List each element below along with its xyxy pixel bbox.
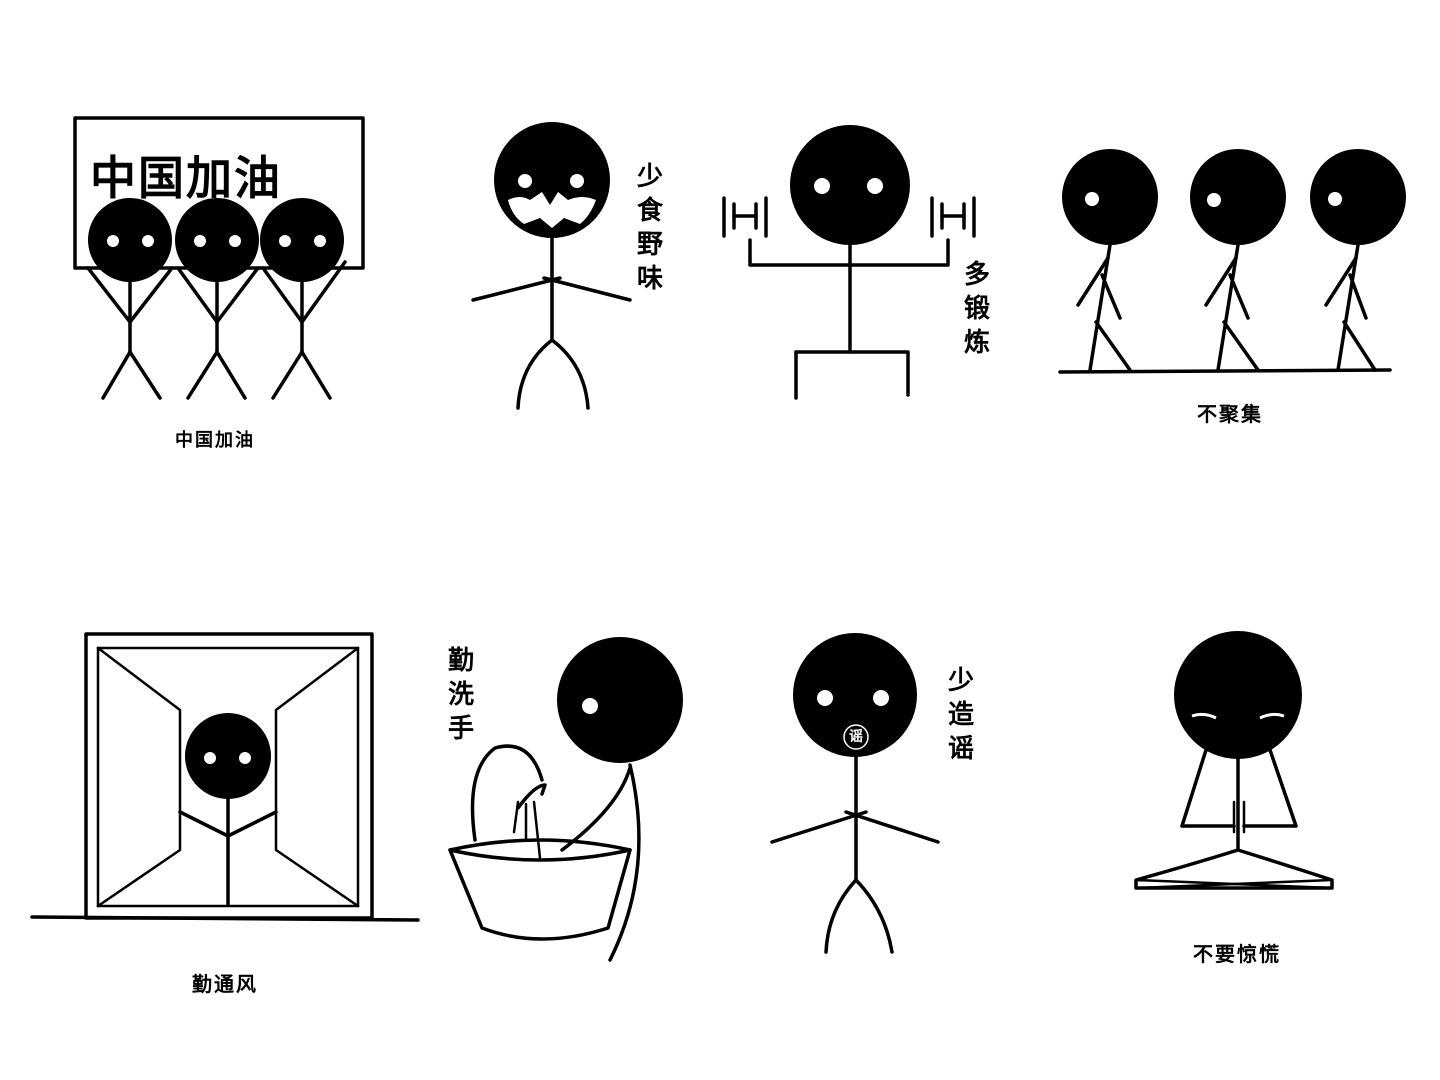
- sign-text: 中国加油: [90, 151, 282, 205]
- walker-1: [1062, 149, 1158, 372]
- side-char: 勤: [447, 646, 474, 676]
- tap-pipe: [470, 744, 544, 842]
- figure-2: [175, 198, 260, 400]
- caption-ventilate: 勤通风: [192, 972, 258, 996]
- panel-china-cheer: 中国加油 中国加油: [0, 0, 400, 480]
- side-char: 炼: [963, 328, 990, 358]
- side-char: 食: [636, 196, 663, 226]
- exercise-illustration: [722, 125, 976, 400]
- side-char: 谣: [947, 734, 974, 764]
- caption-no-gathering: 不聚集: [1197, 402, 1263, 426]
- side-char: 少: [947, 666, 974, 696]
- side-char: 洗: [447, 680, 474, 710]
- panel-wash-hands: 勤 洗 手: [430, 540, 710, 1080]
- ground-line: [1058, 368, 1392, 374]
- window-inner: [96, 646, 360, 908]
- figure-1: [86, 198, 174, 400]
- arm-line: [560, 766, 632, 852]
- panel-avoid-wild-game: 少 食 野 味: [440, 0, 700, 480]
- side-char: 味: [636, 264, 663, 294]
- cheer-illustration: [73, 116, 365, 400]
- walker-2: [1190, 149, 1286, 372]
- caption-china-cheer: 中国加油: [175, 430, 255, 451]
- side-text-no-rumors: 少 造 谣: [946, 664, 976, 766]
- no-gathering-illustration: [1058, 149, 1406, 374]
- body-line: [608, 763, 641, 962]
- closed-eye-right-icon: [1259, 712, 1285, 720]
- side-char: 野: [636, 230, 663, 260]
- dumbbell-right-icon: [930, 196, 976, 238]
- panel-no-panic: 不要惊慌: [1100, 540, 1440, 1080]
- wild-game-illustration: [471, 122, 632, 410]
- side-char: 锻: [963, 294, 990, 324]
- no-panic-illustration: [1134, 631, 1334, 890]
- mouth-text: 谣: [849, 729, 863, 745]
- side-char: 造: [947, 700, 974, 730]
- closed-eye-left-icon: [1191, 712, 1217, 720]
- no-rumors-illustration: [770, 633, 940, 954]
- caption-no-panic: 不要惊慌: [1193, 942, 1281, 966]
- side-char: 少: [636, 162, 663, 192]
- dumbbell-left-icon: [722, 196, 768, 238]
- figure-3: [260, 198, 347, 400]
- side-text-wash-hands: 勤 洗 手: [446, 644, 476, 746]
- window-left-pane: [96, 646, 182, 908]
- mouth-ring: [843, 724, 869, 750]
- ventilate-illustration: [30, 632, 420, 922]
- panel-no-rumors: 谣 少 造 谣: [740, 540, 1030, 1080]
- side-text-avoid-wild-game: 少 食 野 味: [635, 160, 665, 296]
- walker-3: [1310, 149, 1406, 372]
- panel-ventilate: 勤通风: [0, 540, 430, 1080]
- window-right-pane: [274, 646, 360, 908]
- side-char: 多: [963, 260, 990, 290]
- side-text-exercise: 多 锻 炼: [962, 258, 992, 360]
- panel-exercise: 多 锻 炼: [710, 0, 1030, 480]
- window-frame: [84, 632, 374, 920]
- bat-mouth-icon: [508, 192, 596, 228]
- wash-hands-illustration: [448, 637, 683, 962]
- side-char: 手: [447, 714, 474, 744]
- panel-no-gathering: 不聚集: [1040, 0, 1440, 480]
